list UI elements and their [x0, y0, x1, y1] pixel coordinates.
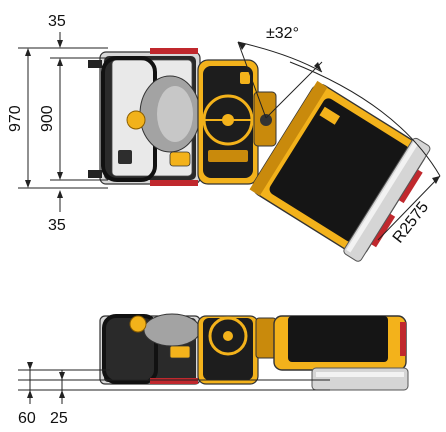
front-drum-assembly — [249, 80, 431, 262]
beacon-icon — [126, 110, 146, 130]
beacon-icon — [129, 315, 147, 333]
top-dimensions — [18, 32, 441, 241]
rear-red-trim-top — [150, 48, 198, 54]
bottom-dimension-labels: 60 25 — [18, 410, 68, 427]
dim-offset: 25 — [50, 410, 68, 427]
dim-articulation-angle: ±32° — [266, 25, 299, 42]
dim-ground-clearance: 60 — [18, 410, 36, 427]
dim-total-width: 970 — [7, 105, 24, 132]
steering-wheel-icon — [208, 316, 248, 356]
steering-console — [197, 59, 259, 185]
dim-overhang-bottom: 35 — [48, 217, 66, 234]
rear-red-trim-bottom — [150, 180, 198, 186]
bottom-dimensions — [18, 362, 330, 404]
drum — [343, 137, 431, 262]
drum — [311, 367, 409, 391]
top-view — [88, 48, 431, 262]
rear-frame — [88, 48, 201, 186]
articulation-joint — [253, 91, 277, 147]
dim-overhang-top: 35 — [48, 13, 66, 30]
straight-view — [99, 313, 409, 391]
seat-icon — [143, 313, 201, 347]
dim-drum-width: 900 — [39, 105, 56, 132]
